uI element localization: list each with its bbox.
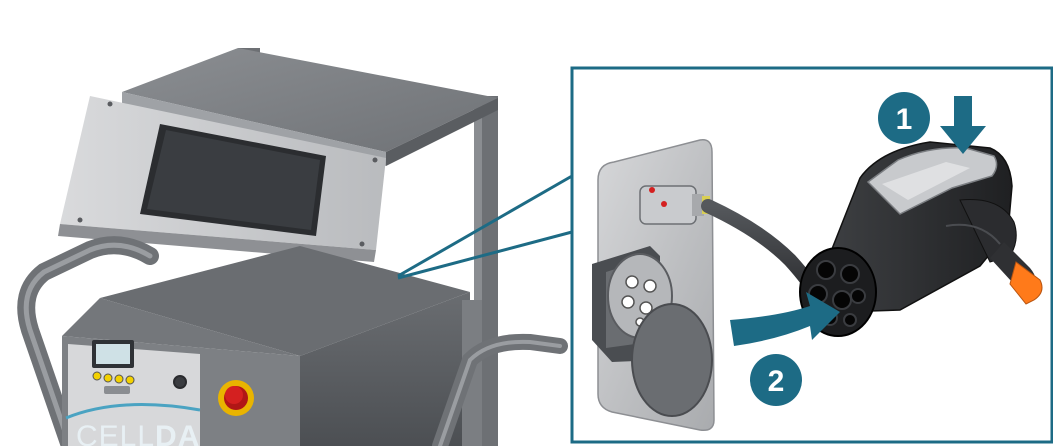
key-switch	[173, 375, 187, 389]
detail-callout: 2 1	[570, 66, 1053, 444]
step-1-number: 1	[896, 103, 913, 136]
step-2-badge: 2	[750, 354, 802, 406]
device-body-top	[100, 246, 470, 356]
device-body-side	[300, 292, 470, 446]
control-panel	[68, 344, 200, 446]
charging-plug	[799, 141, 1043, 337]
callout-lines	[397, 174, 573, 280]
step-2-number: 2	[768, 365, 785, 398]
brand-label: CELLDA	[76, 420, 200, 446]
plug-cable-tip	[1009, 261, 1043, 305]
top-tray	[122, 48, 498, 152]
charging-device: CELLDA	[17, 48, 568, 446]
charging-inlet	[592, 246, 713, 417]
arrow-down-icon	[940, 96, 986, 154]
brand-swoosh	[65, 403, 201, 420]
inlet-cover	[631, 303, 713, 417]
control-buttons	[92, 371, 135, 394]
curved-arrow-right-icon	[730, 292, 840, 346]
step-1-badge: 1	[878, 92, 930, 144]
emergency-stop-button	[218, 380, 254, 416]
